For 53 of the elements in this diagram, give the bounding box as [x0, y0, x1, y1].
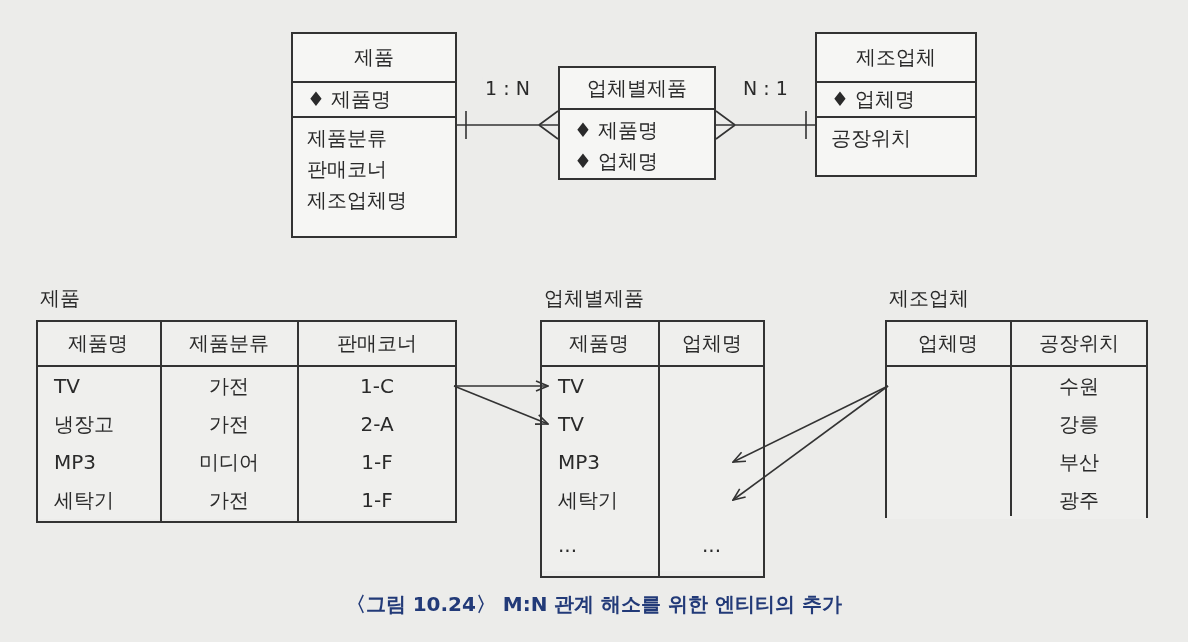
table-cell-text: 광주: [1058, 486, 1100, 514]
entity-box: [558, 66, 716, 180]
table-cell-text: 가전: [207, 486, 250, 514]
key-attribute: ♦ 업체명: [574, 149, 660, 174]
entity-name: 제조업체: [856, 45, 936, 70]
attribute: 제조업체명: [307, 188, 408, 213]
attribute: 제품분류: [307, 126, 388, 151]
table-cell-text: 미디어: [197, 448, 260, 476]
table-cell-text: 1-C: [359, 373, 395, 400]
column-header: 공장위치: [1038, 330, 1120, 357]
table-title: 제조업체: [889, 286, 969, 311]
table-cell-text: 강릉: [1058, 410, 1100, 438]
arrow: [732, 385, 889, 501]
attribute: 공장위치: [831, 126, 912, 151]
column-header: 판매코너: [336, 330, 418, 357]
table-cell-text: 1-F: [360, 449, 394, 476]
table-title: 업체별제품: [544, 286, 644, 311]
table-cell-text: 1-F: [360, 487, 394, 514]
table-cell-text: 수원: [1058, 372, 1100, 400]
key-attribute: ♦ 업체명: [831, 87, 917, 112]
key-attribute: ♦ 제품명: [574, 118, 660, 143]
entity-name: 업체별제품: [587, 75, 687, 101]
arrow: [453, 385, 549, 425]
table-cell-text: 2-A: [359, 411, 395, 438]
table-title: 제품: [40, 286, 80, 311]
table-cell-text: 가전: [207, 410, 250, 438]
column-header: 제품분류: [187, 330, 270, 357]
table-cell-text: TV: [558, 411, 584, 438]
table-cell-text: TV: [558, 373, 584, 400]
column-header: 제품명: [67, 330, 129, 357]
column-header: 업체명: [680, 330, 743, 357]
column-header: 업체명: [916, 330, 979, 357]
attribute: 판매코너: [307, 157, 388, 182]
entity-box: [815, 32, 977, 177]
relationship-line: [715, 110, 816, 140]
table-cell-text: TV: [54, 373, 80, 400]
table-cell-text: MP3: [558, 449, 601, 476]
table-cell-text: 가전: [207, 372, 250, 400]
table-cell-text: 냉장고: [54, 410, 114, 438]
table-cell-text: MP3: [54, 449, 97, 476]
figure-caption: 〈그림 10.24〉 M:N 관계 해소를 위한 엔티티의 추가: [344, 592, 844, 617]
key-attribute: ♦ 제품명: [307, 87, 393, 112]
arrow: [732, 385, 889, 463]
relationship-line: [456, 110, 559, 140]
table-cell-text: ...: [700, 532, 723, 559]
table-cell-text: 세탁기: [558, 486, 618, 514]
table-cell-text: 부산: [1058, 448, 1100, 476]
table-cell-text: 세탁기: [54, 486, 114, 514]
table-cell-text: ...: [558, 532, 578, 559]
arrow: [453, 380, 549, 392]
entity-box: [291, 32, 457, 238]
column-header: 제품명: [568, 330, 630, 357]
entity-name: 제품: [354, 45, 394, 70]
